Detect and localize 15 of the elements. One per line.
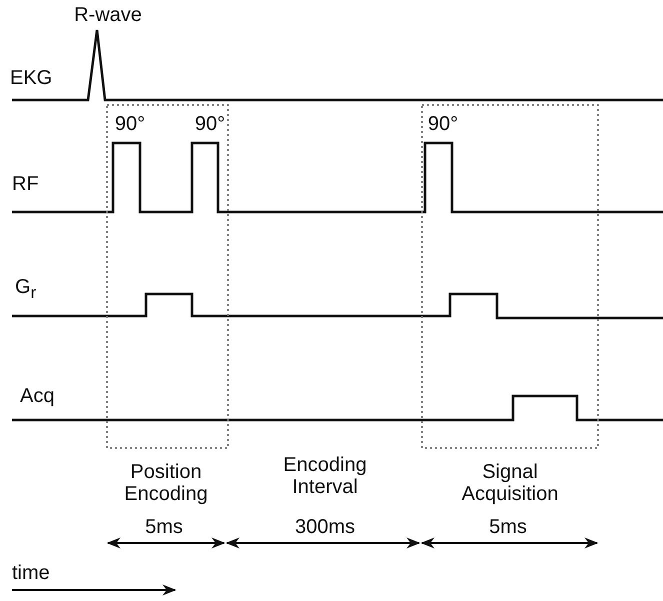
duration-label: 5ms bbox=[489, 516, 527, 538]
duration-label: 5ms bbox=[145, 516, 183, 538]
signal-label: RF bbox=[12, 173, 39, 195]
signal-label: G$_{r}$ bbox=[15, 276, 36, 304]
phase-label: Position Encoding bbox=[123, 461, 209, 505]
phase-label: Encoding Interval bbox=[282, 454, 368, 498]
signal-label: EKG bbox=[10, 67, 52, 89]
annotation-label: R-wave bbox=[74, 4, 142, 26]
flip-angle-label: 90° bbox=[428, 113, 458, 135]
flip-angle-label: 90° bbox=[194, 113, 226, 135]
duration-label: 300ms bbox=[294, 516, 356, 538]
flip-angle-label: 90° bbox=[114, 113, 146, 135]
phase-label: Signal Acquisition bbox=[460, 461, 560, 505]
axis-label: time bbox=[12, 562, 50, 584]
signal-label: Acq bbox=[20, 385, 54, 407]
